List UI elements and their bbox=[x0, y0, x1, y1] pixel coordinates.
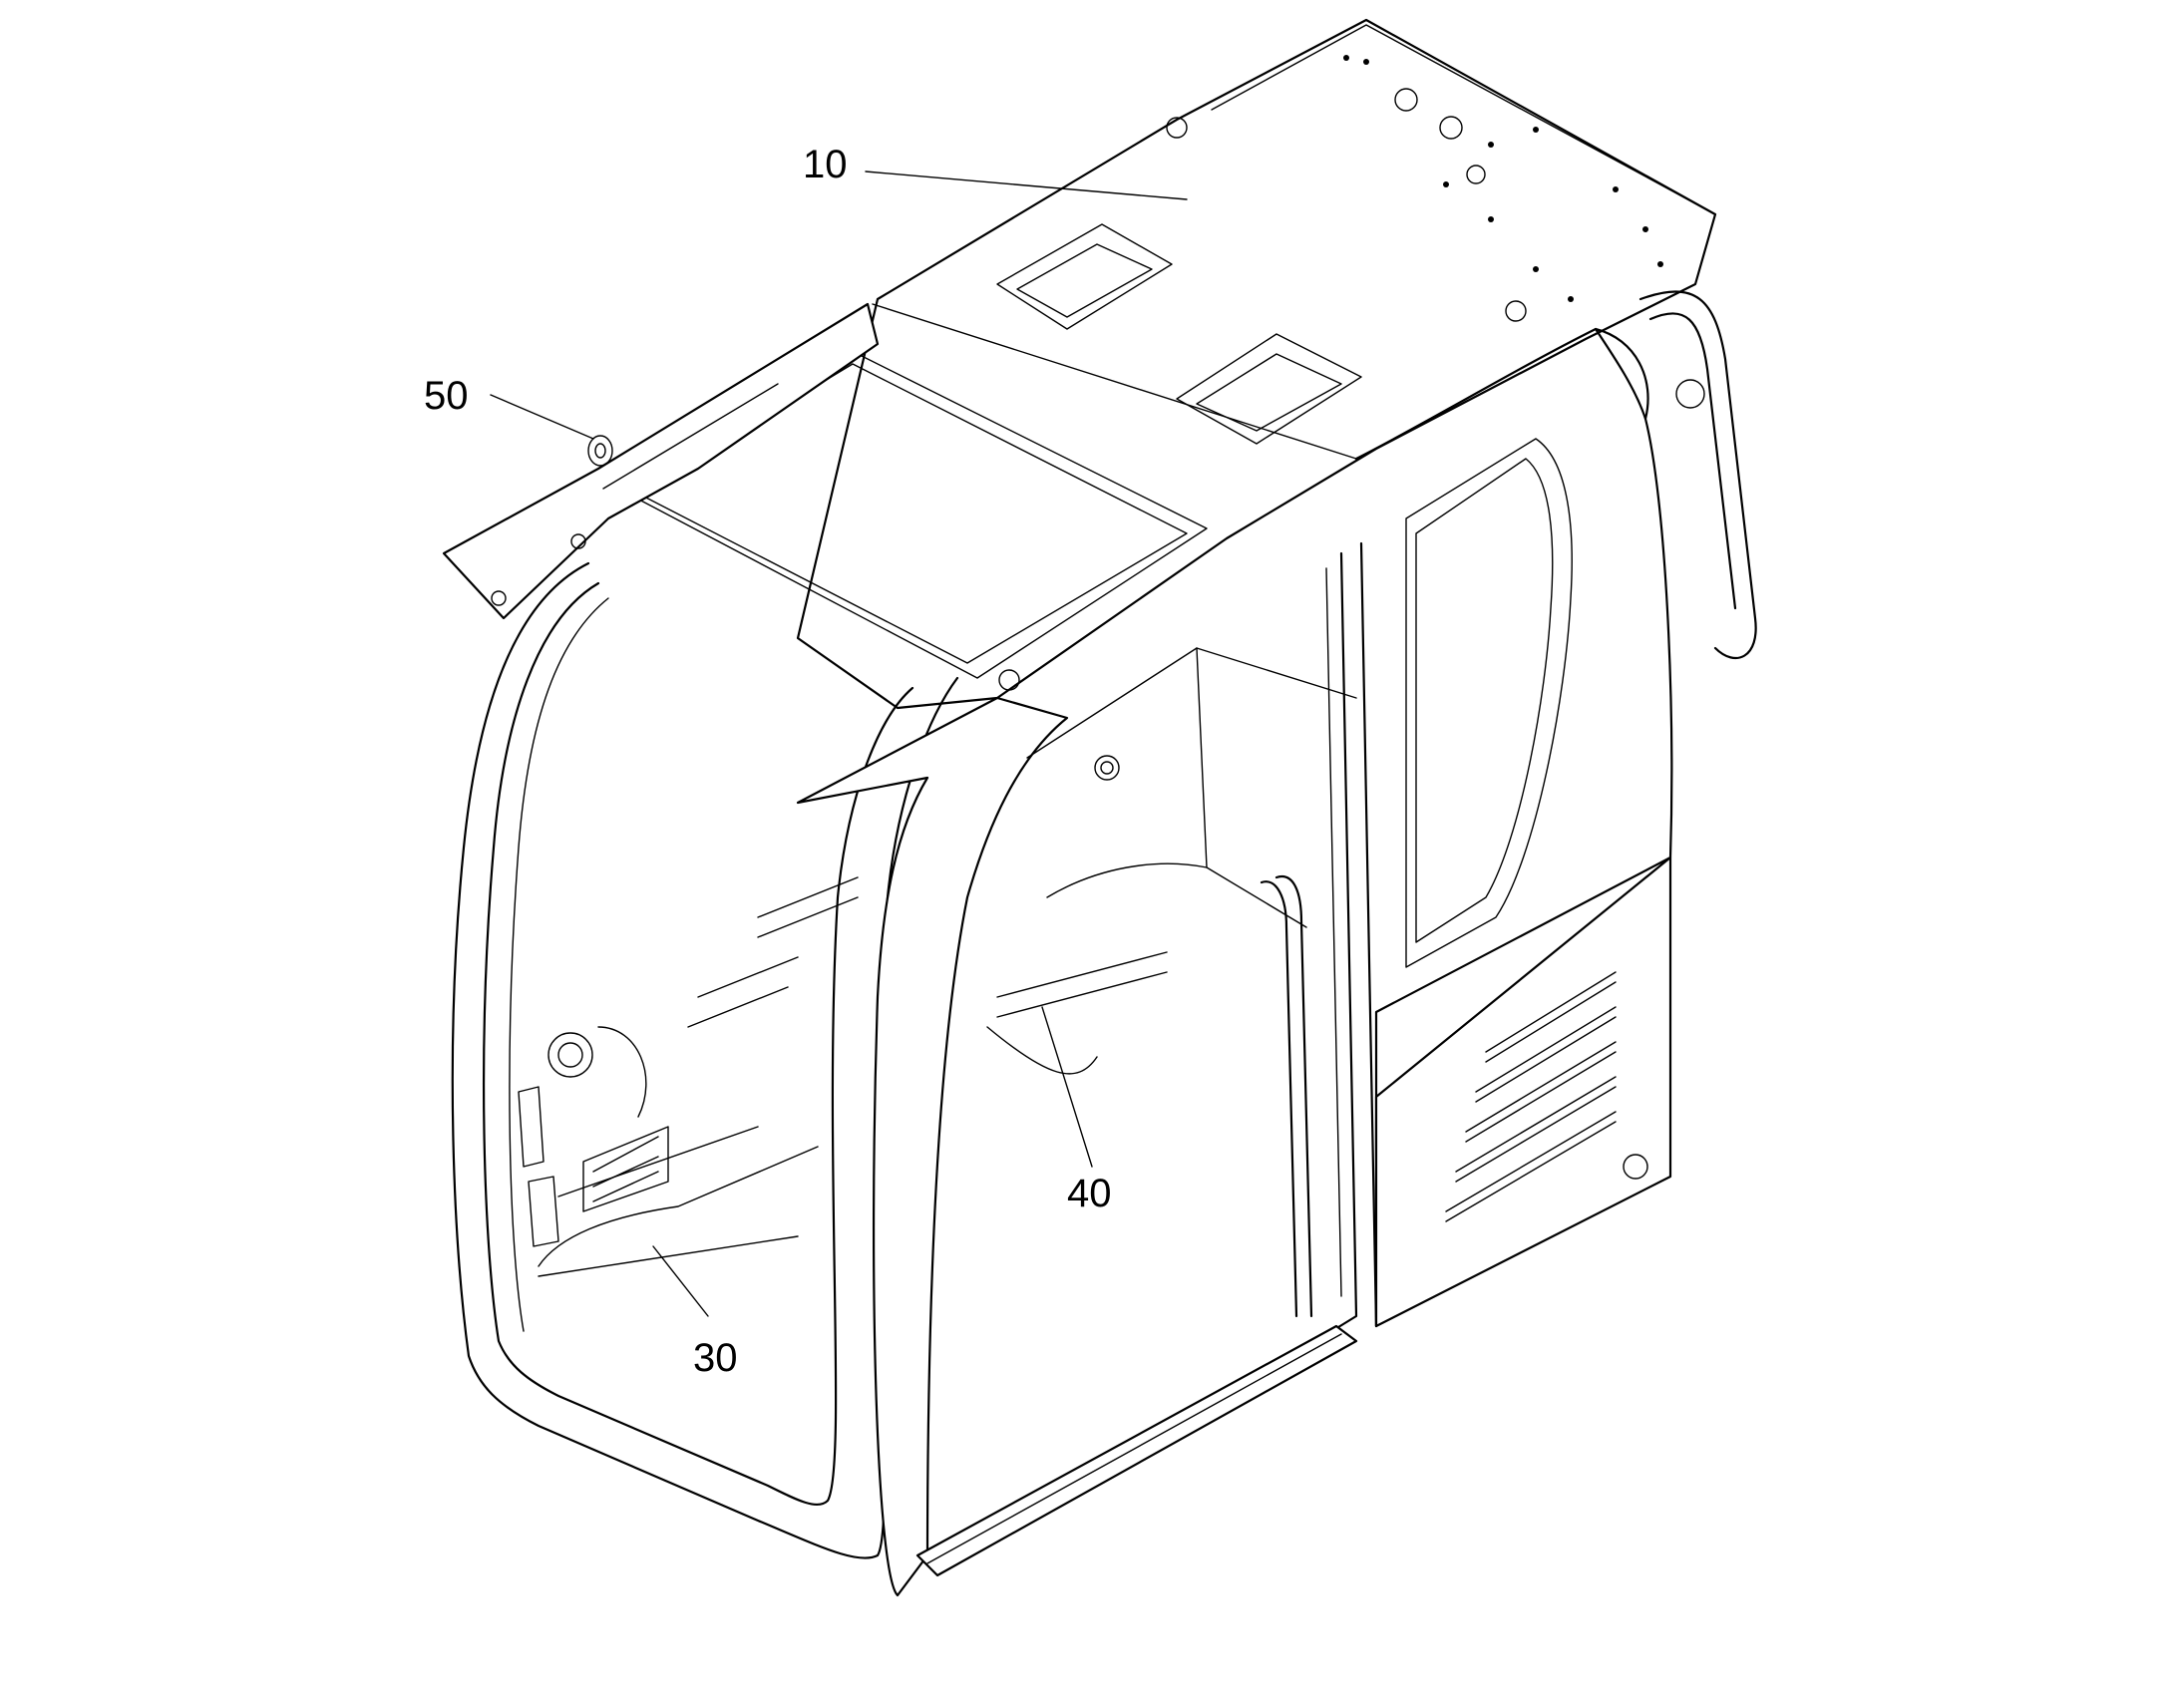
leader-30 bbox=[652, 1245, 709, 1317]
cab-side-body bbox=[1354, 290, 1757, 1328]
callout-40: 40 bbox=[1067, 1172, 1112, 1215]
leader-50 bbox=[490, 394, 594, 440]
leader-lines bbox=[490, 171, 1188, 1317]
leader-40 bbox=[1041, 1006, 1093, 1168]
callout-labels: 10 50 40 30 bbox=[424, 143, 1112, 1380]
callout-50: 50 bbox=[424, 374, 469, 418]
cab-interior bbox=[518, 647, 1357, 1277]
front-pillar bbox=[796, 696, 1069, 1597]
eyebolt-front-left bbox=[491, 435, 613, 606]
leader-10 bbox=[865, 171, 1188, 200]
callout-10: 10 bbox=[803, 143, 848, 186]
left-roof-rail bbox=[442, 302, 880, 620]
callout-30: 30 bbox=[693, 1336, 738, 1380]
